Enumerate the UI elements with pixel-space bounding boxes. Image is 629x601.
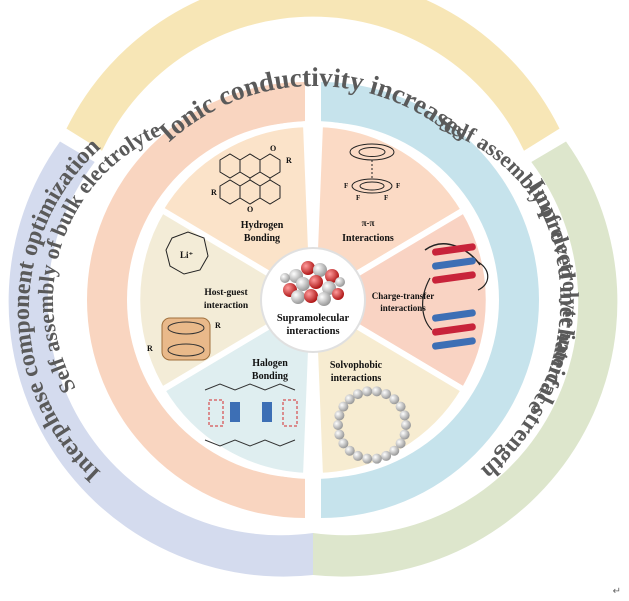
molecule-cluster-icon — [280, 261, 345, 306]
chem-label-f-2: F — [396, 182, 400, 190]
chem-label-r-host2: R — [147, 344, 153, 353]
chem-label-o-bottom: O — [247, 205, 253, 214]
micelle-sphere — [352, 389, 363, 400]
crown-ether-icon — [165, 231, 209, 275]
charge-label-line2: interactions — [380, 303, 426, 313]
solvo-label-line1: Solvophobic — [330, 360, 383, 371]
pi-label-line2: Interactions — [342, 233, 394, 244]
hydrogen-bond-structure-icon — [219, 153, 281, 205]
pi-label-line1: π-π — [362, 218, 375, 228]
solvo-label-line2: interactions — [331, 373, 382, 384]
micelle-sphere — [395, 401, 406, 412]
micelle-sphere — [399, 429, 410, 440]
chem-label-f-4: F — [384, 194, 388, 202]
micelle-sphere — [401, 420, 411, 430]
micelle-sphere — [389, 394, 400, 405]
center-label-line1: Supramolecular — [277, 313, 350, 324]
middle-ring-left — [87, 82, 305, 518]
micelle-sphere — [381, 450, 392, 461]
micelle-sphere — [371, 453, 382, 464]
micelle-sphere — [338, 401, 349, 412]
micelle-sphere — [362, 453, 373, 464]
micelle-sphere — [399, 410, 410, 421]
micelle-sphere — [344, 445, 355, 456]
sector-halogen-bonding — [157, 294, 317, 480]
sector-hydrogen-bonding-fill — [155, 121, 317, 306]
sector-solvophobic — [309, 294, 469, 480]
chem-label-r-host1: R — [215, 321, 221, 330]
host-label-line2: interaction — [204, 301, 249, 311]
chem-label-f-3: F — [356, 194, 360, 202]
chem-label-f-1: F — [344, 182, 348, 190]
micelle-sphere — [344, 394, 355, 405]
micelle-sphere — [334, 410, 345, 421]
micelle-sphere — [362, 386, 373, 397]
micelle-sphere — [333, 420, 343, 430]
outer-ring-right — [313, 141, 618, 577]
pi-stacking-icon — [349, 143, 395, 194]
outer-ring-left — [8, 141, 314, 577]
micelle-sphere — [338, 438, 349, 449]
micelle-sphere — [381, 389, 392, 400]
chem-label-r-left: R — [211, 188, 217, 197]
halogen-label-line1: Halogen — [252, 358, 288, 369]
chem-label-r-top: R — [286, 156, 292, 165]
return-mark: ↵ — [612, 586, 621, 597]
center-label-line2: interactions — [286, 326, 339, 337]
middle-ring-right — [321, 82, 539, 518]
chem-label-li: Li⁺ — [180, 250, 194, 260]
hydrogen-label-line1: Hydrogen — [241, 220, 284, 231]
chem-label-o-top: O — [270, 144, 276, 153]
charge-label-line1: Charge-transfer — [372, 291, 434, 301]
host-guest-cage-icon — [161, 317, 211, 361]
outer-ring-top — [66, 0, 560, 151]
halogen-label-line2: Bonding — [252, 371, 288, 382]
hydrogen-label-line2: Bonding — [244, 233, 280, 244]
sector-pi-pi — [309, 120, 469, 306]
micelle-sphere — [371, 386, 382, 397]
micelle-sphere — [334, 429, 345, 440]
charge-transfer-stack-icon — [422, 243, 489, 350]
host-label-line1: Host-guest — [204, 288, 248, 298]
micelle-sphere — [352, 450, 363, 461]
micelle-sphere — [389, 445, 400, 456]
halogen-bond-structure-icon — [204, 383, 298, 447]
micelle-icon — [333, 386, 411, 464]
micelle-sphere — [395, 438, 406, 449]
